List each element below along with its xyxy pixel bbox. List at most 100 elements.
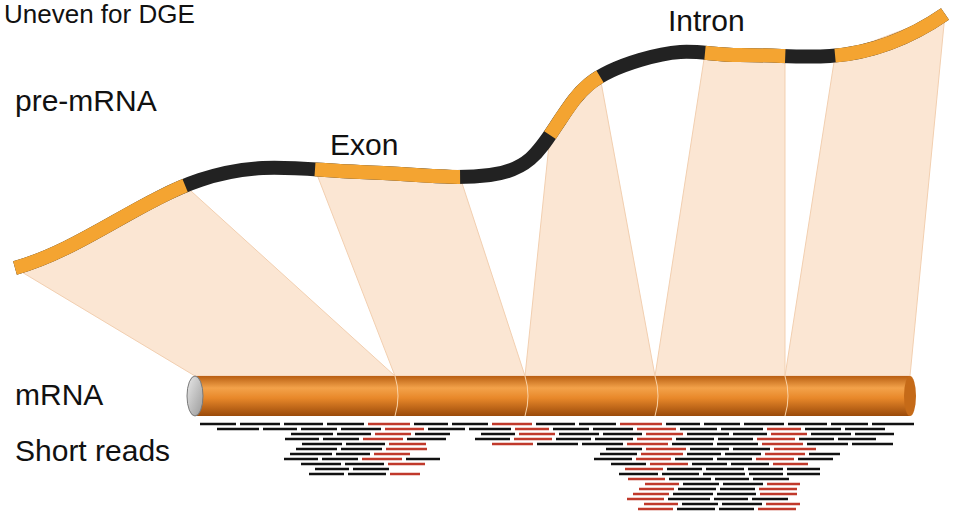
junction-read	[765, 453, 805, 456]
short-read	[872, 423, 914, 426]
junction-read	[646, 433, 683, 436]
short-read	[290, 453, 332, 456]
pre-mrna-exons	[15, 14, 945, 268]
short-read	[748, 468, 783, 471]
short-read	[719, 508, 754, 511]
short-read	[619, 473, 658, 476]
short-read	[682, 503, 718, 506]
short-reads	[200, 424, 914, 509]
short-read	[672, 443, 713, 446]
short-read	[799, 438, 834, 441]
junction-read	[639, 488, 674, 491]
junction-read	[515, 428, 549, 431]
short-read	[673, 493, 713, 496]
short-read	[676, 438, 714, 441]
short-read	[579, 423, 616, 426]
exon-label: Exon	[330, 128, 398, 161]
junction-read	[760, 493, 797, 496]
short-read	[662, 473, 699, 476]
exon-junction	[655, 376, 658, 416]
short-read	[733, 433, 767, 436]
short-read	[341, 428, 381, 431]
junction-read	[620, 423, 662, 426]
short-read	[666, 423, 700, 426]
short-read	[481, 433, 515, 436]
short-read	[428, 428, 465, 431]
short-read	[731, 463, 769, 466]
exon-segment	[15, 14, 945, 268]
short-read	[753, 478, 789, 481]
junction-read	[644, 503, 678, 506]
junction-read	[368, 423, 410, 426]
short-read	[475, 438, 510, 441]
junction-read	[385, 428, 424, 431]
short-read	[692, 463, 727, 466]
junction-read	[363, 438, 403, 441]
short-read	[714, 498, 748, 501]
short-read	[717, 443, 758, 446]
junction-read	[758, 508, 796, 511]
short-read	[415, 433, 450, 436]
short-read	[600, 453, 637, 456]
junction-read	[645, 483, 679, 486]
short-read	[669, 478, 711, 481]
junction-read	[757, 438, 795, 441]
short-read	[200, 423, 236, 426]
short-read	[353, 468, 389, 471]
short-read	[302, 443, 342, 446]
short-read	[787, 468, 820, 471]
junction-read	[638, 508, 673, 511]
short-read	[718, 438, 753, 441]
short-read	[217, 428, 259, 431]
reads-label: Short reads	[15, 434, 170, 467]
junction-read	[627, 443, 668, 446]
mrna-body	[195, 376, 910, 416]
junction-read	[773, 463, 808, 466]
short-read	[798, 458, 833, 461]
short-read	[687, 433, 729, 436]
short-read	[240, 423, 280, 426]
short-read	[315, 468, 349, 471]
short-read	[690, 448, 729, 451]
short-read	[346, 443, 385, 446]
short-read	[556, 438, 591, 441]
short-read	[341, 448, 382, 451]
short-read	[715, 478, 749, 481]
junction-read	[767, 483, 800, 486]
short-read	[720, 488, 755, 491]
short-read	[336, 453, 370, 456]
junction-read	[625, 468, 663, 471]
short-read	[706, 468, 744, 471]
short-read	[469, 428, 511, 431]
short-read	[291, 433, 333, 436]
short-read	[536, 423, 575, 426]
junction-read	[637, 428, 676, 431]
molecule-label: pre-mRNA	[15, 84, 157, 117]
short-read	[838, 438, 876, 441]
junction-read	[389, 443, 426, 446]
short-read	[668, 498, 710, 501]
short-read	[717, 458, 752, 461]
short-read	[675, 458, 713, 461]
short-read	[582, 443, 623, 446]
short-read	[677, 508, 715, 511]
short-read	[704, 423, 740, 426]
junction-read	[762, 443, 803, 446]
short-read	[678, 488, 716, 491]
junction-read	[492, 423, 532, 426]
short-read	[703, 473, 745, 476]
short-read	[537, 443, 578, 446]
short-read	[406, 458, 440, 461]
short-read	[805, 428, 841, 431]
short-read	[414, 423, 448, 426]
junction-read	[375, 433, 411, 436]
short-read	[807, 443, 848, 446]
junction-read	[636, 458, 671, 461]
short-read	[284, 458, 318, 461]
short-read	[301, 463, 341, 466]
short-read	[285, 438, 319, 441]
short-read	[345, 463, 384, 466]
short-read	[284, 423, 323, 426]
junction-read	[759, 488, 797, 491]
short-read	[721, 428, 763, 431]
